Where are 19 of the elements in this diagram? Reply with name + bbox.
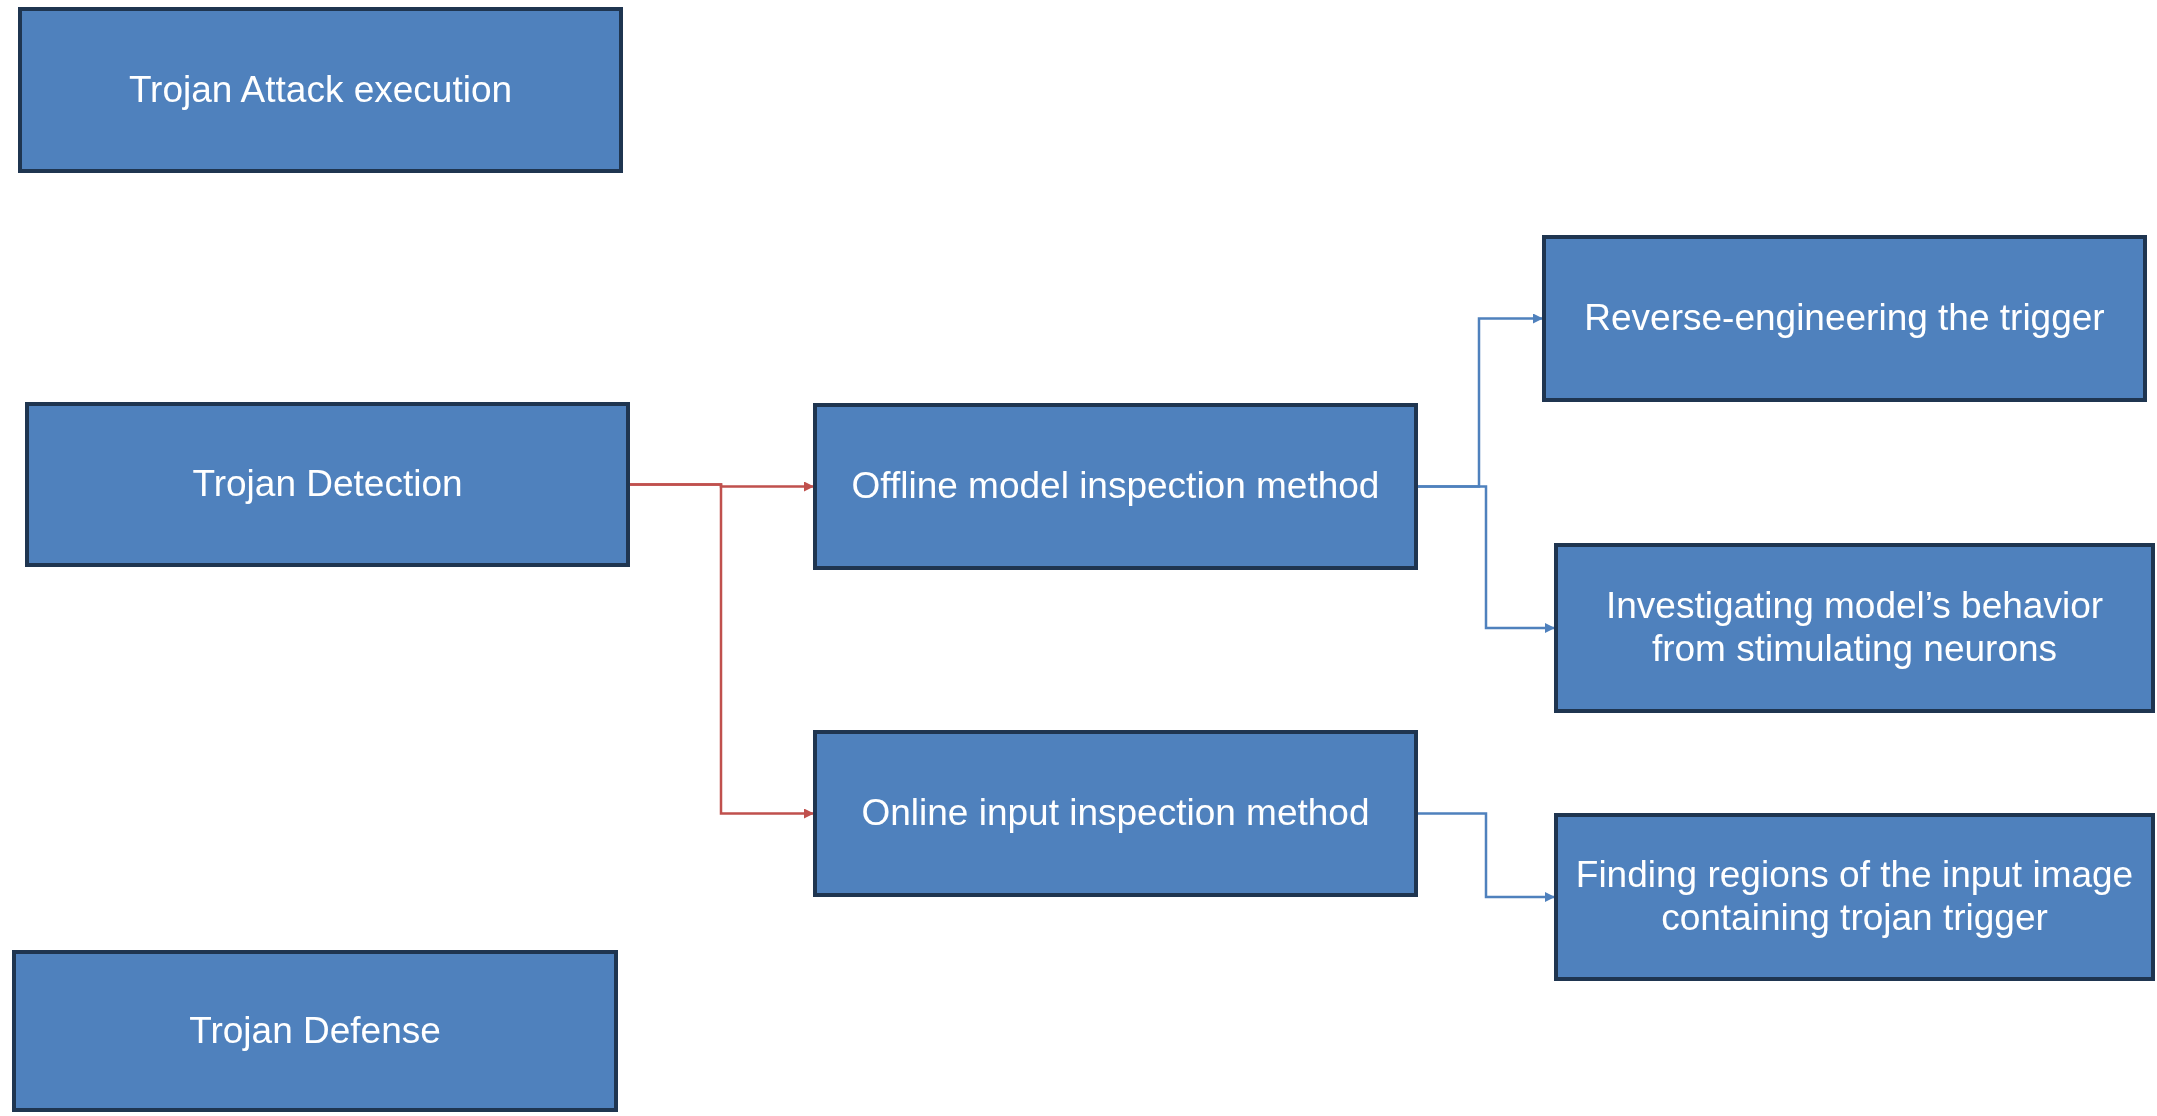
process-box (25, 402, 630, 567)
process-box (813, 403, 1418, 570)
box-label: Reverse-engineering the trigger (1584, 297, 2105, 340)
process-box (12, 950, 618, 1112)
box-label: Trojan Defense (189, 1009, 441, 1053)
box-label: Investigating model’s behavior from stimulating neurons (1604, 585, 2105, 671)
box-label: Finding regions of the input image containing trojan trigger (1574, 854, 2135, 940)
process-box (1554, 543, 2155, 713)
process-box (1554, 813, 2155, 981)
box-label: Trojan Detection (192, 463, 463, 506)
process-box (1542, 235, 2147, 402)
box-label: Online input inspection method (861, 792, 1370, 835)
arrow (630, 483, 814, 819)
arrow (1418, 485, 1555, 633)
box-label: Offline model inspection method (851, 465, 1380, 508)
process-box (18, 7, 623, 173)
box-label: Trojan Attack execution (128, 68, 513, 112)
arrow (1418, 812, 1555, 902)
process-box (813, 730, 1418, 897)
